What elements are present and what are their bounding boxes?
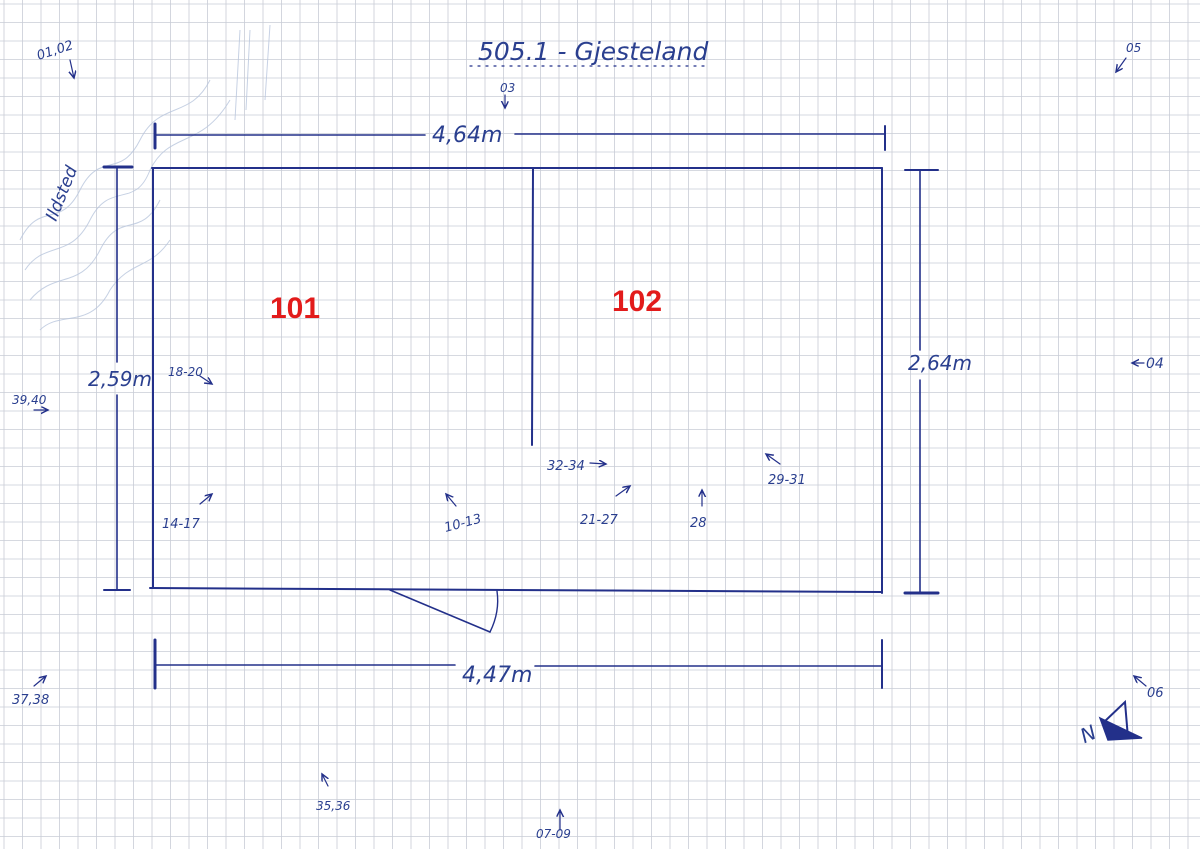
dimension-left: 2,59m xyxy=(88,165,152,591)
svg-text:05: 05 xyxy=(1126,41,1141,55)
photo-ref-14-17: 14-17 xyxy=(162,494,212,532)
dimension-right-label: 2,64m xyxy=(908,351,972,375)
partition-wall xyxy=(531,167,534,446)
photo-ref-21-27: 21-27 xyxy=(580,486,630,528)
svg-text:03: 03 xyxy=(500,81,515,95)
photo-ref-32-34: 32-34 xyxy=(547,459,606,474)
photo-ref-37-38: 37,38 xyxy=(12,676,49,708)
building-outline xyxy=(149,167,883,594)
photo-ref-35-36: 35,36 xyxy=(316,774,351,813)
svg-text:32-34: 32-34 xyxy=(547,459,585,474)
room-label-101: 101 xyxy=(270,292,320,325)
room-label-102: 102 xyxy=(612,285,662,318)
svg-text:10-13: 10-13 xyxy=(443,512,483,536)
photo-ref-18-20: 18-20 xyxy=(168,365,212,384)
svg-text:28: 28 xyxy=(690,516,707,531)
dimension-bottom-label: 4,47m xyxy=(462,663,532,688)
dimension-top-label: 4,64m xyxy=(432,123,502,148)
margin-note-ildsted: Ildsted xyxy=(42,163,82,224)
svg-text:21-27: 21-27 xyxy=(580,513,619,528)
svg-text:39,40: 39,40 xyxy=(12,393,47,407)
photo-ref-05: 05 xyxy=(1116,41,1141,72)
photo-ref-03: 03 xyxy=(500,81,515,108)
dimension-bottom: 4,47m xyxy=(153,638,883,690)
svg-text:37,38: 37,38 xyxy=(12,693,49,708)
photo-ref-29-31: 29-31 xyxy=(766,454,806,488)
pencil-scribble xyxy=(19,24,271,331)
svg-text:14-17: 14-17 xyxy=(162,517,201,532)
photo-ref-06: 06 xyxy=(1134,676,1164,701)
photo-ref-39-40: 39,40 xyxy=(12,393,48,410)
dimension-right: 2,64m xyxy=(903,169,972,595)
photo-ref-28: 28 xyxy=(690,490,707,531)
photo-ref-04: 04 xyxy=(1132,356,1164,372)
svg-text:35,36: 35,36 xyxy=(316,799,351,813)
svg-text:29-31: 29-31 xyxy=(768,473,806,488)
svg-text:07-09: 07-09 xyxy=(536,827,571,841)
svg-text:06: 06 xyxy=(1147,686,1164,701)
svg-text:18-20: 18-20 xyxy=(168,365,203,379)
dimension-top: 4,64m xyxy=(153,122,886,151)
photo-ref-10-13: 10-13 xyxy=(443,494,483,536)
sketch-title: 505.1 - Gjesteland xyxy=(478,37,709,66)
photo-ref-07-09: 07-09 xyxy=(536,810,571,841)
svg-text:04: 04 xyxy=(1146,356,1164,372)
dimension-left-label: 2,59m xyxy=(88,367,152,391)
door-swing xyxy=(389,589,499,633)
